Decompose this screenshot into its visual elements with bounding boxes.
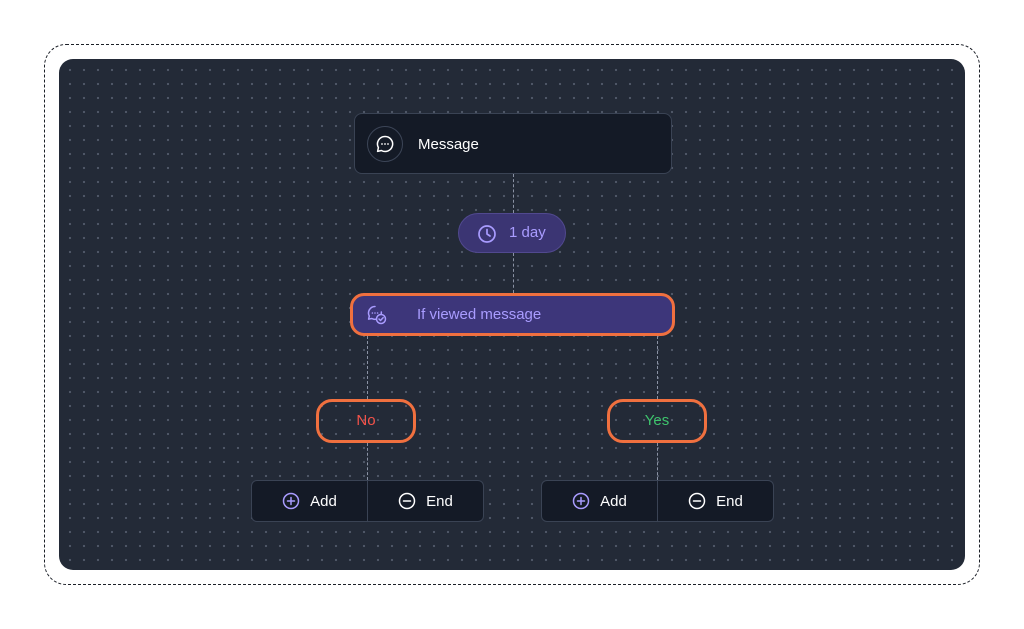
message-viewed-icon bbox=[367, 305, 387, 325]
delay-label: 1 day bbox=[509, 224, 546, 241]
message-node-label: Message bbox=[418, 136, 479, 153]
end-label: End bbox=[716, 492, 743, 510]
add-label: Add bbox=[600, 492, 627, 510]
yes-branch-actions: Add End bbox=[541, 480, 774, 522]
connector-message-to-delay bbox=[513, 174, 514, 213]
connector-condition-to-yes bbox=[657, 336, 658, 399]
add-step-button[interactable]: Add bbox=[542, 481, 657, 521]
no-branch-actions: Add End bbox=[251, 480, 484, 522]
minus-circle-icon bbox=[688, 492, 706, 510]
flow-canvas[interactable]: Message 1 day If viewed message No Yes bbox=[59, 59, 965, 570]
chat-bubble-icon bbox=[367, 126, 403, 162]
add-step-button[interactable]: Add bbox=[252, 481, 367, 521]
end-flow-button[interactable]: End bbox=[657, 481, 773, 521]
branch-yes[interactable]: Yes bbox=[607, 399, 707, 443]
condition-node[interactable]: If viewed message bbox=[350, 293, 675, 336]
branch-no[interactable]: No bbox=[316, 399, 416, 443]
selection-frame bbox=[44, 44, 980, 585]
plus-circle-icon bbox=[282, 492, 300, 510]
condition-label: If viewed message bbox=[417, 306, 542, 323]
add-label: Add bbox=[310, 492, 337, 510]
end-flow-button[interactable]: End bbox=[367, 481, 483, 521]
connector-no-to-actions bbox=[367, 443, 368, 480]
connector-condition-to-no bbox=[367, 336, 368, 399]
delay-pill[interactable]: 1 day bbox=[458, 213, 566, 253]
message-node[interactable]: Message bbox=[354, 113, 672, 174]
clock-icon bbox=[478, 225, 496, 243]
end-label: End bbox=[426, 492, 453, 510]
connector-delay-to-condition bbox=[513, 253, 514, 293]
minus-circle-icon bbox=[398, 492, 416, 510]
connector-yes-to-actions bbox=[657, 443, 658, 480]
plus-circle-icon bbox=[572, 492, 590, 510]
